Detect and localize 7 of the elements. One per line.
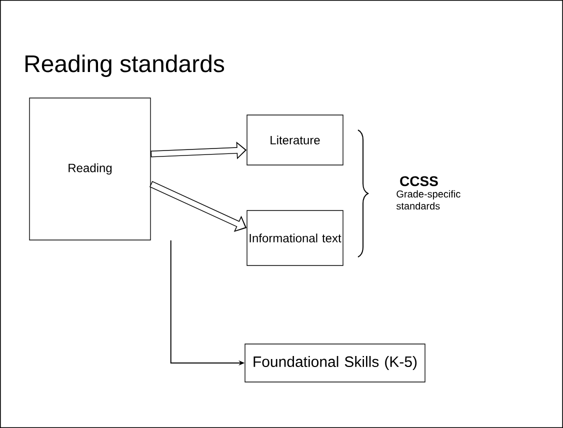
label: Grade-specific standards [396, 190, 460, 210]
box: Foundational Skills (K-5) [244, 344, 426, 382]
title: Reading standards [26, 54, 224, 77]
box: Literature [246, 114, 344, 166]
box: Informational text [246, 210, 344, 266]
label: CCSS [400, 176, 438, 186]
box: Reading [29, 98, 151, 240]
